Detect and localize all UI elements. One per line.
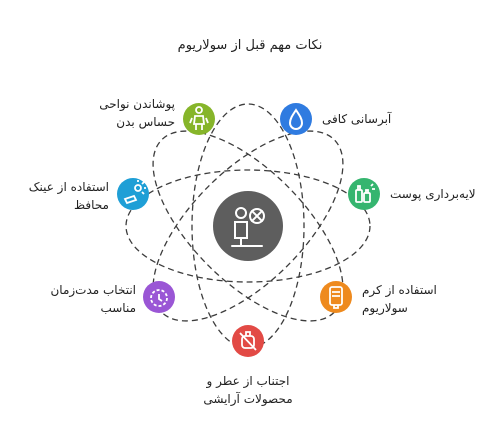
label-cream: استفاده از کرم سولاریوم	[362, 283, 437, 315]
covered-body-icon	[189, 106, 209, 130]
node-water	[280, 103, 312, 135]
timer-icon	[150, 289, 168, 307]
node-cover	[183, 103, 215, 135]
sun-goggles-icon	[123, 180, 146, 205]
label-cover: پوشاندن نواحی حساس بدن	[99, 97, 175, 129]
node-cream	[320, 281, 352, 313]
node-goggles	[117, 178, 149, 210]
label-exfoliate: لایه‌برداری پوست	[390, 187, 476, 201]
orbit-ellipse	[125, 169, 371, 283]
node-perfume	[232, 325, 264, 357]
no-perfume-icon	[239, 331, 257, 351]
water-drop-icon	[288, 108, 304, 130]
label-perfume: اجتناب از عطر و محصولات آرایشی	[203, 374, 293, 406]
center-node	[213, 191, 283, 261]
node-exfoliate	[348, 178, 380, 210]
cream-tube-icon	[329, 286, 343, 309]
label-duration: انتخاب مدت‌زمان مناسب	[50, 283, 136, 315]
label-goggles: استفاده از عینک محافظ	[28, 180, 109, 212]
label-water: آبرسانی کافی	[322, 112, 392, 126]
node-duration	[143, 281, 175, 313]
center-icon	[231, 207, 265, 247]
diagram-title: نکات مهم قبل از سولاریوم	[177, 38, 323, 53]
skincare-bottles-icon	[355, 183, 375, 203]
